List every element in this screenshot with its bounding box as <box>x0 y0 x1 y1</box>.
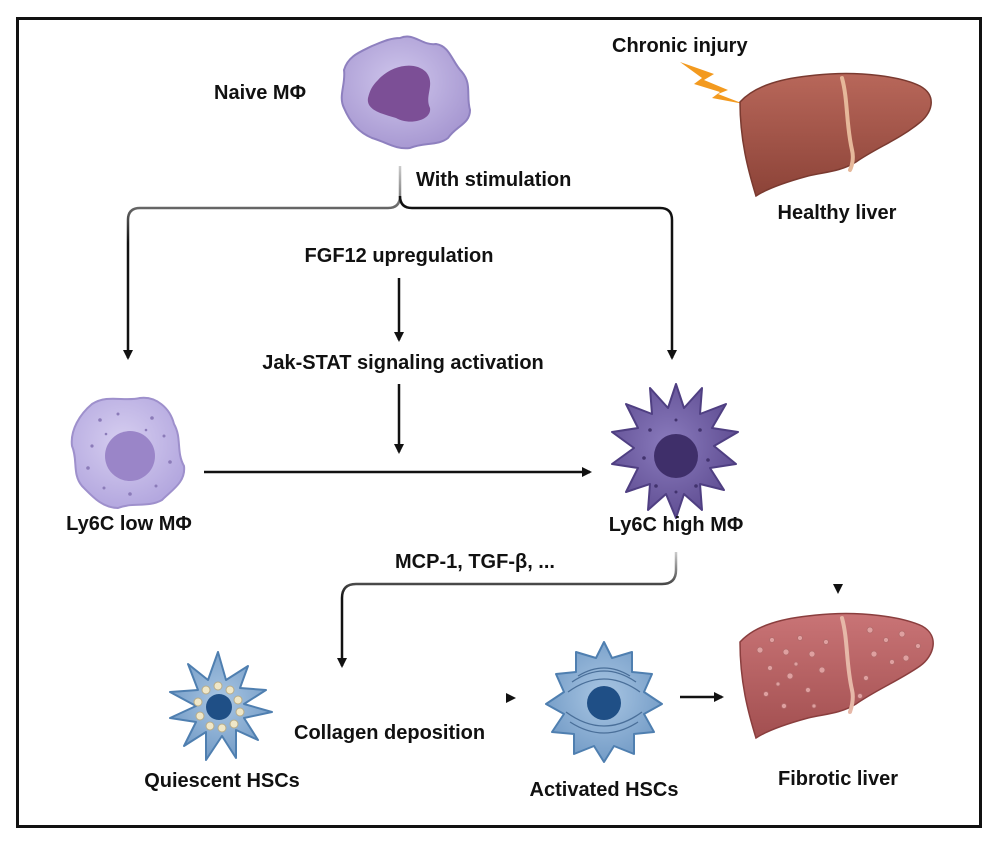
lightning-bolt-icon <box>680 62 744 104</box>
branch-to-ly6c-high-arrow <box>398 195 677 360</box>
collagen-label: Collagen deposition <box>294 722 485 744</box>
quiescent-hsc-icon <box>169 651 273 761</box>
mediators-label: MCP-1, TGF-β, ... <box>395 551 555 573</box>
fibrotic-liver-icon <box>739 612 934 740</box>
ly6c-high-macrophage-icon <box>611 383 739 519</box>
fibrotic-liver-label: Fibrotic liver <box>778 768 898 790</box>
quiescent-hsc-label: Quiescent HSCs <box>144 770 300 792</box>
jak-stat-label: Jak-STAT signaling activation <box>262 352 544 374</box>
activated-hsc-label: Activated HSCs <box>530 779 679 801</box>
naive-macrophage-icon <box>340 35 472 150</box>
activated-hsc-icon <box>545 641 663 763</box>
ly6c-low-label: Ly6C low MΦ <box>66 513 192 535</box>
ly6c-low-macrophage-icon <box>70 396 186 510</box>
ly6c-high-to-hsc-arrow <box>337 552 678 668</box>
healthy-liver-icon <box>739 72 932 198</box>
fgf12-label: FGF12 upregulation <box>305 245 494 267</box>
ly6c-high-label: Ly6C high MΦ <box>609 514 744 536</box>
healthy-liver-label: Healthy liver <box>778 202 897 224</box>
with-stimulation-label: With stimulation <box>416 169 571 191</box>
naive-macrophage-label: Naive MΦ <box>214 82 306 104</box>
diagram-frame <box>16 17 982 828</box>
chronic-injury-label: Chronic injury <box>612 35 748 57</box>
